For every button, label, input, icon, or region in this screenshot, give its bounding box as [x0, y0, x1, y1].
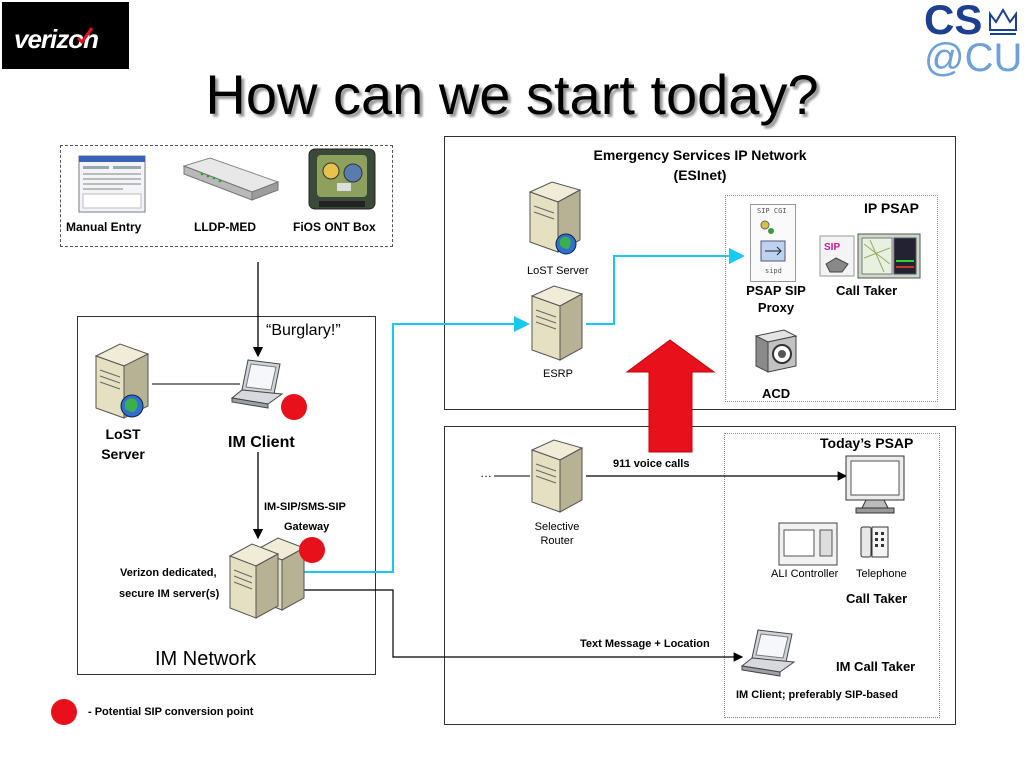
telephone-icon [860, 526, 889, 558]
cs-cu-logo: CS @CU [918, 0, 1022, 84]
im-server-icon [228, 537, 306, 619]
svg-text:SIP: SIP [824, 242, 840, 253]
esinet-title-2: (ESInet) [673, 167, 727, 183]
esinet-lost-server-icon [528, 181, 582, 255]
legend-text: - Potential SIP conversion point [88, 706, 254, 718]
manual-entry-label: Manual Entry [66, 220, 142, 234]
lost-server-label-2: Server [101, 446, 145, 462]
sip-conversion-point-marker [281, 394, 307, 420]
sipd-text: sipd [765, 267, 782, 275]
lost-server-icon [94, 343, 150, 419]
slide-title: How can we start today? [205, 63, 819, 126]
ali-controller-icon [778, 522, 838, 566]
text-message-label: Text Message + Location [580, 638, 710, 650]
esrp-server-icon [530, 285, 584, 361]
legend-marker [51, 699, 77, 725]
selective-router-label-1: Selective [534, 521, 580, 533]
call-taker-workstation-icon: SIP [819, 233, 921, 279]
telephone-label: Telephone [856, 568, 907, 580]
todays-psap-label: Today’s PSAP [820, 435, 914, 451]
laptop-icon [230, 359, 284, 409]
acd-icon [754, 329, 798, 373]
lost-server-label-1: LoST [105, 426, 141, 442]
acd-label: ACD [762, 386, 791, 401]
ip-psap-call-taker-label: Call Taker [836, 283, 898, 298]
proxy-node-icon [760, 220, 786, 262]
im-client-note-label: IM Client; preferably SIP-based [736, 689, 898, 701]
voice-calls-label: 911 voice calls [613, 458, 690, 470]
crown-icon [989, 8, 1017, 35]
sip-conversion-point-marker-gateway [299, 537, 325, 563]
todays-psap-box [724, 433, 940, 718]
location-sources-box [60, 145, 393, 247]
im-network-label: IM Network [155, 648, 257, 670]
psap-monitor-icon [845, 455, 905, 514]
im-call-taker-laptop-icon [740, 629, 796, 677]
gateway-label-2: Gateway [284, 521, 330, 533]
cs-logo-text: CS [924, 0, 983, 43]
selective-router-label-2: Router [540, 535, 574, 547]
esinet-lost-server-label: LoST Server [527, 265, 589, 277]
im-server-label-1: Verizon dedicated, [120, 567, 217, 579]
im-server-label-2: secure IM server(s) [119, 588, 220, 600]
selective-router-icon [530, 439, 584, 513]
todays-call-taker-label: Call Taker [846, 591, 908, 606]
esinet-title-1: Emergency Services IP Network [593, 147, 807, 163]
im-client-label: IM Client [228, 434, 295, 451]
manual-entry-icon [78, 155, 146, 213]
ip-psap-box [725, 195, 938, 402]
gateway-label-1: IM-SIP/SMS-SIP [264, 501, 346, 513]
im-call-taker-label: IM Call Taker [836, 659, 916, 674]
red-up-arrow [625, 339, 716, 453]
fios-ont-box-label: FiOS ONT Box [293, 220, 376, 234]
lldp-switch-icon [182, 157, 280, 201]
fios-ont-icon [308, 148, 376, 210]
psap-sip-proxy-label-1: PSAP SIP [746, 283, 806, 298]
psap-sip-proxy-label-2: Proxy [757, 300, 795, 315]
verizon-check-icon [76, 27, 94, 45]
burglary-label: “Burglary!” [266, 322, 341, 339]
esrp-label: ESRP [543, 368, 573, 380]
cu-logo-text: @CU [924, 36, 1023, 80]
ellipsis-label: … [480, 466, 492, 480]
psap-sip-proxy-icon: SIP CGI sipd [750, 204, 796, 282]
sip-cgi-text: SIP CGI [757, 207, 787, 215]
verizon-logo: verizon [2, 2, 129, 69]
lldp-med-label: LLDP-MED [194, 220, 256, 234]
ali-controller-label: ALI Controller [771, 568, 839, 580]
ip-psap-label: IP PSAP [864, 200, 919, 216]
